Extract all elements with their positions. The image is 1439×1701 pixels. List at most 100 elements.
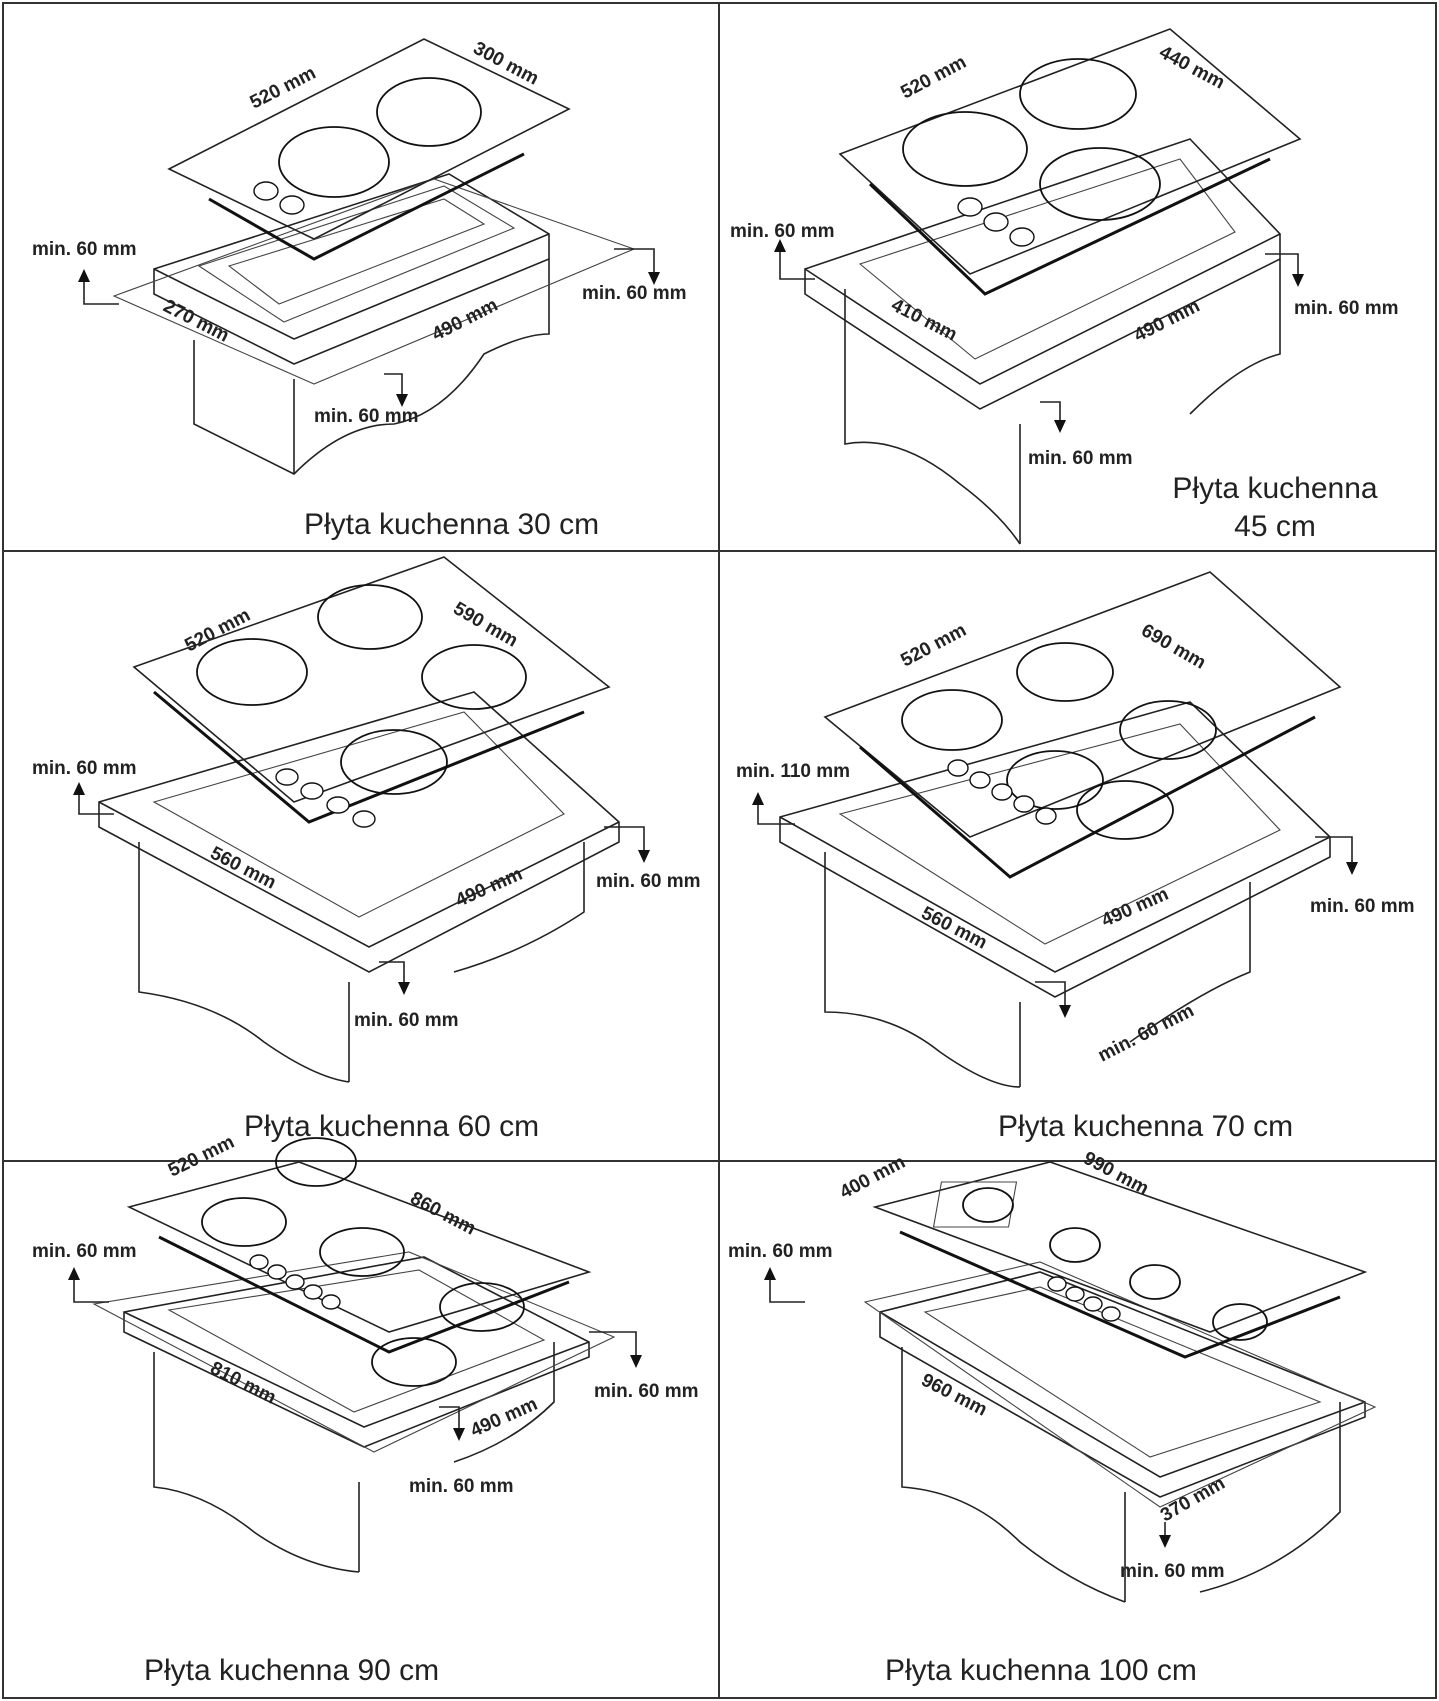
dim-cut-right: 490 mm: [452, 864, 525, 912]
clearance-right: min. 60 mm: [1294, 298, 1399, 319]
panel-caption: Płyta kuchenna 90 cm: [144, 1654, 440, 1687]
clearance-front: min. 60 mm: [354, 1010, 459, 1031]
clearance-front: min. 60 mm: [1120, 1561, 1225, 1582]
dim-top-right: 300 mm: [470, 38, 542, 90]
clearance-left: min. 60 mm: [32, 239, 137, 260]
burner: [1016, 642, 1114, 702]
countertop: [779, 701, 1331, 998]
knobs: [249, 1254, 341, 1310]
dim-top-right: 860 mm: [407, 1188, 479, 1240]
burner: [902, 111, 1028, 187]
knobs: [1047, 1276, 1121, 1322]
countertop: [153, 173, 550, 365]
dim-cut-right: 370 mm: [1157, 1473, 1229, 1527]
dim-cut-left: 560 mm: [207, 843, 280, 894]
hob-glass: [167, 38, 571, 240]
hob-drawing-30cm: 520 mm 300 mm 270 mm 490 mm min. 60 mm m…: [32, 38, 687, 475]
countertop: [879, 1271, 1366, 1498]
clearance-left: min. 60 mm: [730, 221, 835, 242]
clearance-right: min. 60 mm: [1310, 896, 1415, 917]
dim-top-left: 520 mm: [897, 52, 969, 104]
cutout: [838, 723, 1281, 945]
burner: [1006, 750, 1104, 810]
hob-glass: [132, 556, 611, 803]
cabinet-outline: [844, 289, 1021, 545]
burner: [1212, 1303, 1268, 1341]
hob-drawing-45cm: 520 mm 440 mm 410 mm 490 mm min. 60 mm m…: [730, 28, 1399, 545]
dim-cut-left: 960 mm: [918, 1370, 991, 1421]
burner: [1039, 147, 1161, 221]
dim-top-left: 400 mm: [836, 1152, 908, 1204]
clearance-front: min. 60 mm: [1028, 448, 1133, 469]
hob-glass: [872, 1161, 1368, 1333]
dim-top-left: 520 mm: [181, 605, 253, 657]
burner: [201, 1197, 287, 1247]
hob-glass: [126, 1161, 592, 1333]
burner: [1119, 700, 1217, 760]
panel-70cm: 520 mm 690 mm 560 mm 490 mm min. 110 mm …: [718, 550, 1437, 1162]
clearance-right: min. 60 mm: [596, 871, 701, 892]
panel-caption: Płyta kuchenna 30 cm: [304, 508, 600, 541]
dim-cut-left: 560 mm: [918, 903, 991, 954]
burner: [1129, 1264, 1181, 1300]
burner: [278, 126, 390, 198]
clearance-right: min. 60 mm: [582, 283, 687, 304]
cabinet-outline: [153, 1352, 360, 1573]
countertop: [804, 138, 1281, 410]
hob-drawing-90cm: 520 mm 860 mm 810 mm 490 mm min. 60 mm m…: [32, 1132, 699, 1573]
dim-cut-right: 490 mm: [429, 295, 502, 346]
hob-glass: [823, 571, 1342, 838]
dim-top-right: 690 mm: [1138, 620, 1210, 674]
knobs: [275, 768, 376, 828]
clearance-left: min. 60 mm: [32, 758, 137, 779]
hob-drawing-70cm: 520 mm 690 mm 560 mm 490 mm min. 110 mm …: [736, 571, 1415, 1088]
clearance-front: min. 60 mm: [1095, 1000, 1198, 1066]
burner: [1019, 58, 1137, 130]
burner: [376, 77, 482, 147]
countertop: [123, 1256, 590, 1448]
clearance-front: min. 60 mm: [409, 1476, 514, 1497]
cutout: [152, 711, 565, 918]
clearance-right: min. 60 mm: [594, 1381, 699, 1402]
burner: [439, 1282, 525, 1332]
burner: [317, 584, 423, 650]
dim-cut-right: 490 mm: [1098, 884, 1171, 932]
cutout: [197, 185, 516, 323]
cutout: [923, 1286, 1322, 1458]
burner: [901, 689, 1003, 751]
panel-caption: Płyta kuchenna 60 cm: [244, 1110, 540, 1143]
panel-100cm: 400 mm 990 mm 960 mm 370 mm min. 60 mm m…: [718, 1148, 1437, 1699]
clearance-front: min. 60 mm: [314, 406, 419, 427]
hob-drawing-60cm: 520 mm 590 mm 560 mm 490 mm min. 60 mm m…: [32, 556, 701, 1083]
dim-top-right: 590 mm: [450, 598, 522, 652]
burner: [319, 1227, 405, 1277]
panel-caption: Płyta kuchenna 45 cm: [1172, 472, 1378, 543]
dim-top-right: 440 mm: [1156, 42, 1228, 94]
cabinet-outline: [901, 1347, 1126, 1603]
knobs: [253, 181, 305, 215]
hob-drawing-100cm: 400 mm 990 mm 960 mm 370 mm min. 60 mm m…: [728, 1148, 1377, 1603]
cabinet-outline: [824, 852, 1021, 1088]
cabinet-outline: [193, 259, 550, 475]
hob-glass: [838, 28, 1302, 275]
burner: [962, 1187, 1014, 1223]
cabinet-outline: [138, 842, 350, 1083]
panel-caption: Płyta kuchenna 100 cm: [885, 1654, 1197, 1687]
cutout: [167, 1269, 546, 1413]
knobs: [957, 197, 1035, 247]
panel-60cm: 520 mm 590 mm 560 mm 490 mm min. 60 mm m…: [2, 550, 720, 1162]
burner: [196, 638, 308, 706]
cutout: [858, 158, 1236, 360]
panel-30cm: 520 mm 300 mm 270 mm 490 mm min. 60 mm m…: [2, 2, 720, 552]
dim-cut-left: 410 mm: [888, 295, 961, 346]
knobs: [947, 759, 1057, 825]
clearance-left: min. 60 mm: [32, 1241, 137, 1262]
burner: [421, 644, 527, 710]
burner: [1076, 780, 1174, 840]
burner: [1049, 1227, 1101, 1263]
burner: [340, 729, 448, 795]
panel-caption: Płyta kuchenna 70 cm: [998, 1110, 1294, 1143]
dim-top-left: 520 mm: [897, 620, 969, 672]
countertop: [98, 691, 620, 973]
